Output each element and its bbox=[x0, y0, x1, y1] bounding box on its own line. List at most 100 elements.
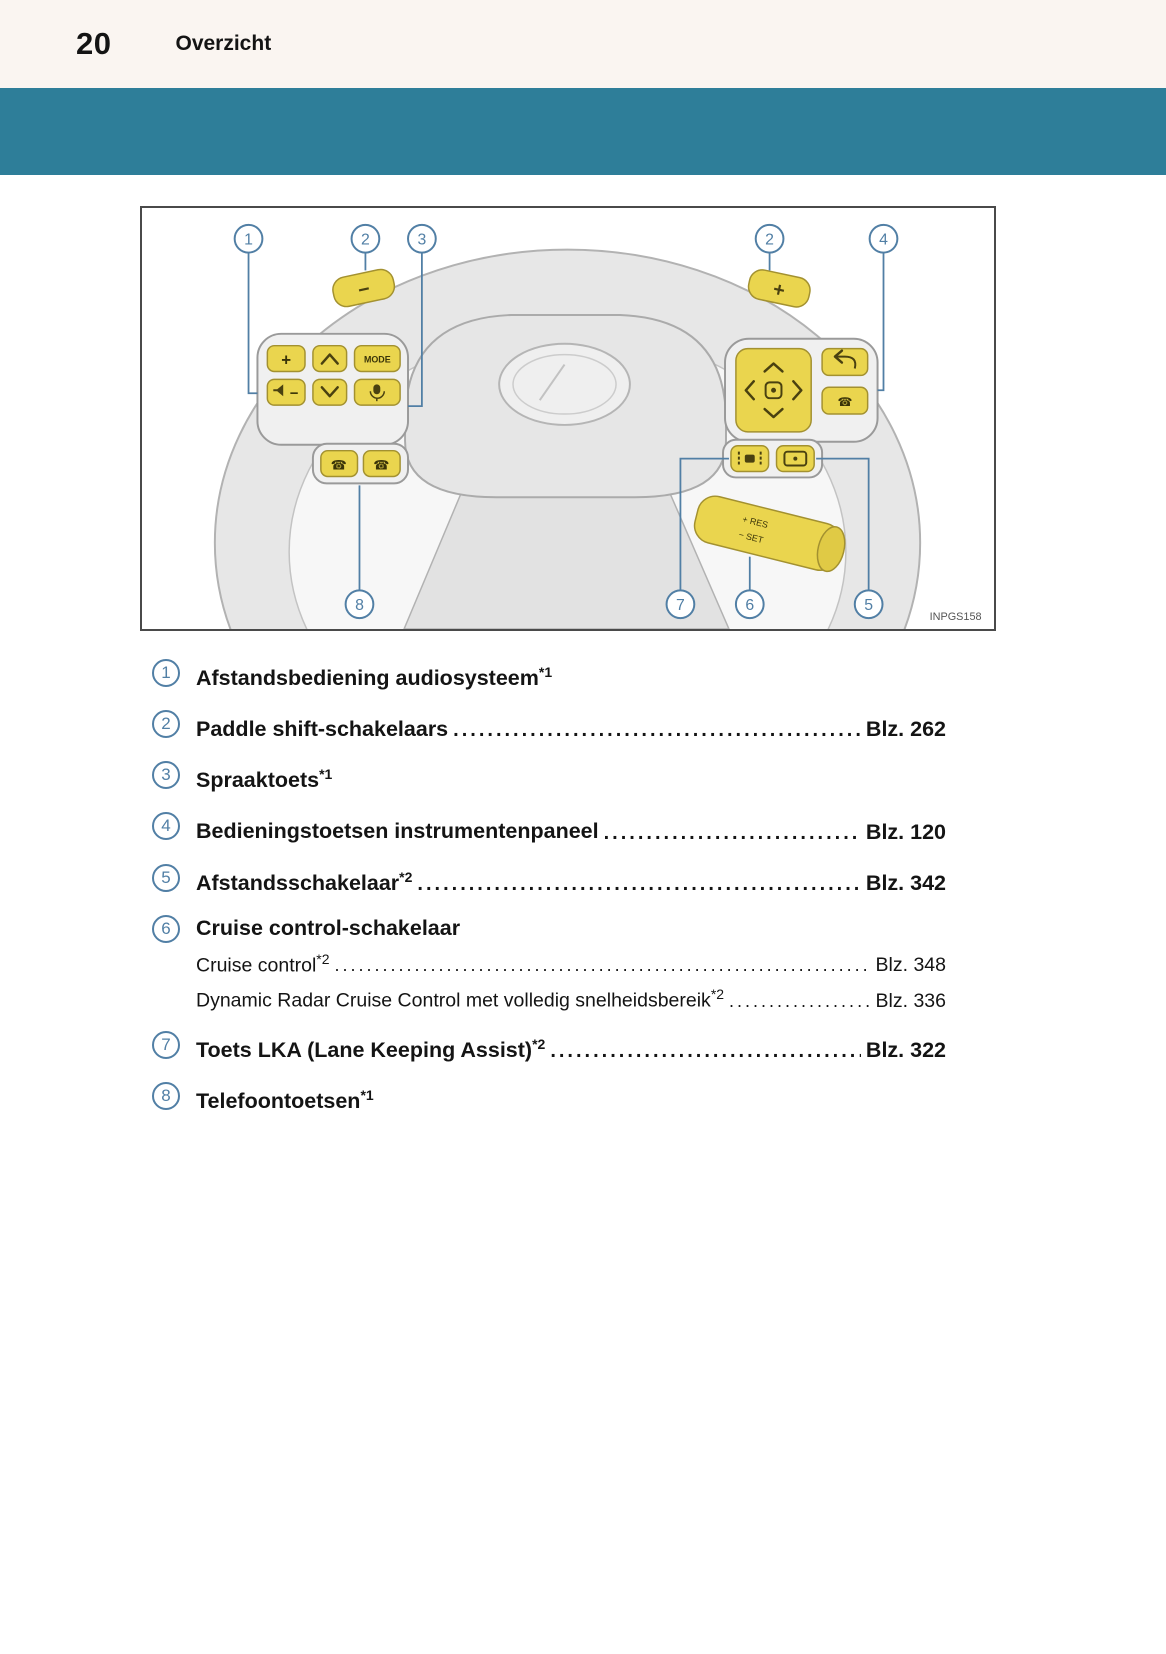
page-reference: Blz. 336 bbox=[875, 989, 946, 1012]
svg-text:3: 3 bbox=[417, 232, 426, 249]
item-label: Telefoontoetsen*1 bbox=[196, 1086, 374, 1114]
callout-6: 6 bbox=[734, 556, 765, 620]
item-label: Toets LKA (Lane Keeping Assist)*2 bbox=[196, 1035, 546, 1062]
item-number: 4 bbox=[152, 812, 180, 841]
steering-wheel-figure: − + + − MODE bbox=[140, 206, 996, 631]
item-label: Afstandsschakelaar*2 bbox=[196, 868, 413, 895]
chevron-up-icon bbox=[320, 353, 339, 365]
paddle-shifter-left: − bbox=[332, 268, 396, 308]
item-label: Paddle shift-schakelaars bbox=[196, 717, 449, 742]
item-number: 3 bbox=[152, 761, 180, 790]
callout-8: 8 bbox=[344, 485, 375, 620]
svg-text:MODE: MODE bbox=[364, 355, 391, 365]
phone-pickup-button bbox=[320, 449, 359, 478]
list-item: 5 Afstandsschakelaar*2 Blz. 342 bbox=[152, 862, 946, 899]
brand-emblem bbox=[498, 342, 631, 426]
svg-text:6: 6 bbox=[745, 597, 754, 614]
sub-item-label: Cruise control*2 bbox=[196, 950, 330, 977]
list-item: 3 Spraaktoets*1 bbox=[152, 759, 946, 796]
paddle-shifter-right: + bbox=[747, 269, 811, 308]
audio-control-cluster: + − MODE bbox=[256, 332, 410, 446]
callout-2-right: 2 bbox=[754, 223, 785, 271]
svg-text:−: − bbox=[290, 386, 299, 402]
dotted-leader bbox=[604, 822, 861, 845]
dotted-leader bbox=[550, 1040, 861, 1063]
svg-text:5: 5 bbox=[864, 597, 873, 614]
callout-3: 3 bbox=[407, 223, 437, 408]
phone-icon: ☎ bbox=[373, 458, 389, 473]
chevron-left-icon bbox=[744, 380, 755, 401]
page-header: 20 Overzicht bbox=[0, 0, 1166, 88]
chevron-down-icon bbox=[320, 386, 339, 398]
sub-item: Cruise control*2 Blz. 348 bbox=[196, 946, 946, 980]
chevron-up-icon bbox=[763, 362, 784, 373]
item-number: 5 bbox=[152, 863, 180, 892]
return-arrow-icon bbox=[833, 349, 857, 369]
item-label: Bedieningstoetsen instrumentenpaneel bbox=[196, 819, 599, 844]
list-item: 1 Afstandsbediening audiosysteem*1 bbox=[152, 657, 946, 694]
seek-up-button bbox=[312, 344, 348, 373]
svg-text:−: − bbox=[356, 278, 372, 302]
chapter-banner bbox=[0, 88, 1166, 175]
figure-code: INPGS158 bbox=[930, 611, 982, 623]
list-item: 8 Telefoontoetsen*1 bbox=[152, 1080, 946, 1117]
svg-text:+: + bbox=[281, 351, 291, 370]
callout-7: 7 bbox=[665, 457, 729, 620]
page-reference: Blz. 120 bbox=[865, 819, 946, 844]
callout-2-left: 2 bbox=[350, 223, 381, 271]
volume-down-button bbox=[266, 378, 306, 406]
steering-wheel-diagram: − + + − MODE bbox=[213, 223, 982, 629]
microphone-icon bbox=[369, 384, 385, 402]
callout-5: 5 bbox=[816, 457, 884, 620]
svg-text:4: 4 bbox=[879, 232, 888, 249]
page-reference: Blz. 342 bbox=[865, 870, 946, 895]
phone-button-cluster: ☎ ☎ bbox=[311, 442, 410, 485]
sub-item-label: Dynamic Radar Cruise Control met volledi… bbox=[196, 986, 725, 1012]
phone-hangup-button bbox=[362, 449, 401, 478]
svg-text:+: + bbox=[771, 278, 787, 302]
dotted-leader bbox=[453, 719, 861, 742]
volume-up-button bbox=[266, 344, 306, 373]
dotted-leader bbox=[335, 955, 871, 976]
phone-icon: ☎ bbox=[837, 395, 852, 409]
speaker-icon bbox=[273, 384, 284, 397]
list-item: 7 Toets LKA (Lane Keeping Assist)*2 Blz.… bbox=[152, 1029, 946, 1066]
page-reference: Blz. 322 bbox=[865, 1037, 946, 1062]
item-number: 6 bbox=[152, 914, 180, 943]
page-reference: Blz. 348 bbox=[875, 954, 946, 977]
legend-list: 1 Afstandsbediening audiosysteem*1 2 Pad… bbox=[152, 657, 946, 1117]
svg-text:1: 1 bbox=[244, 232, 253, 249]
chevron-down-icon bbox=[763, 407, 784, 419]
callout-4: 4 bbox=[868, 223, 899, 392]
display-icon bbox=[783, 450, 808, 467]
section-title: Overzicht bbox=[175, 32, 272, 55]
svg-text:2: 2 bbox=[361, 232, 370, 249]
svg-text:7: 7 bbox=[676, 597, 685, 614]
page-reference: Blz. 262 bbox=[865, 717, 946, 742]
chevron-right-icon bbox=[792, 380, 803, 401]
dotted-leader bbox=[729, 991, 870, 1012]
sub-item: Dynamic Radar Cruise Control met volledi… bbox=[196, 981, 946, 1015]
lane-keeping-icon bbox=[737, 451, 762, 466]
svg-text:8: 8 bbox=[355, 597, 364, 614]
item-number: 8 bbox=[152, 1081, 180, 1110]
item-number: 1 bbox=[152, 659, 180, 687]
lka-button-cluster bbox=[722, 438, 824, 479]
list-item: 2 Paddle shift-schakelaars Blz. 262 bbox=[152, 708, 946, 745]
mode-button bbox=[353, 344, 401, 373]
page-number: 20 bbox=[76, 26, 112, 61]
item-label: Cruise control-schakelaar bbox=[196, 915, 461, 940]
svg-text:2: 2 bbox=[765, 232, 774, 249]
phone-icon: ☎ bbox=[331, 458, 347, 473]
callout-1: 1 bbox=[233, 223, 264, 395]
list-item: 4 Bedieningstoetsen instrumentenpaneel B… bbox=[152, 810, 946, 847]
seek-down-button bbox=[312, 378, 348, 406]
item-label: Spraaktoets*1 bbox=[196, 766, 333, 793]
item-number: 7 bbox=[152, 1030, 180, 1059]
return-button bbox=[821, 347, 869, 377]
meter-control-cluster: ☎ bbox=[724, 337, 879, 443]
list-item: 6 Cruise control-schakelaar Cruise contr… bbox=[152, 913, 946, 1015]
item-number: 2 bbox=[152, 710, 180, 739]
talk-button bbox=[821, 386, 869, 415]
cruise-control-stalk: + RES − SET bbox=[693, 495, 846, 573]
